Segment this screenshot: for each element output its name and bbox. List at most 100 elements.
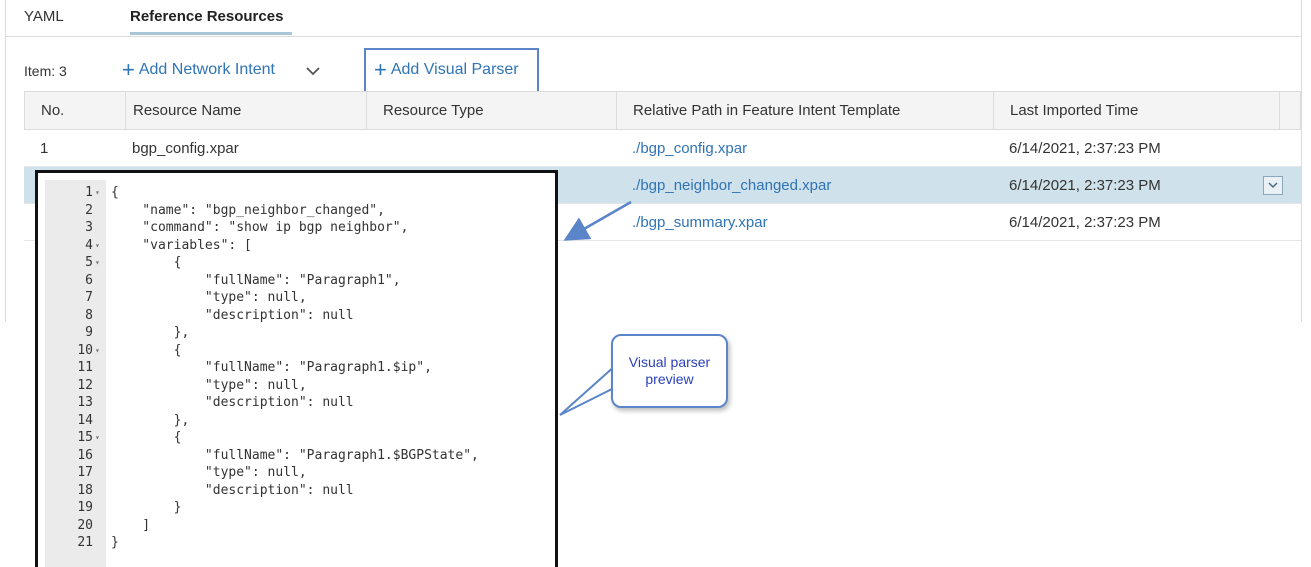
line-number: 15 — [77, 430, 93, 445]
line-number: 5 — [85, 255, 93, 270]
code-line: 20 ] — [45, 517, 553, 535]
code-line: 17 "type": null, — [45, 464, 553, 482]
code-text: { — [111, 255, 182, 270]
code-line: 14 }, — [45, 412, 553, 430]
code-text: "fullName": "Paragraph1.$BGPState", — [111, 447, 479, 463]
tab-reference-resources[interactable]: Reference Resources — [130, 8, 284, 25]
cell-resource-name: bgp_config.xpar — [132, 140, 239, 157]
line-number-gutter — [45, 180, 106, 567]
add-visual-parser-label: Add Visual Parser — [390, 61, 519, 78]
line-number: 7 — [85, 290, 93, 305]
item-count: Item: 3 — [24, 63, 67, 79]
cell-relative-path-link[interactable]: ./bgp_config.xpar — [632, 140, 748, 157]
cell-relative-path-link[interactable]: ./bgp_summary.xpar — [632, 214, 768, 231]
code-text: "description": null — [111, 395, 354, 410]
code-text: } — [111, 500, 182, 515]
line-number: 19 — [77, 500, 93, 515]
code-line: 9 }, — [45, 324, 553, 342]
column-header-no[interactable]: No. — [25, 92, 126, 129]
table-header: No. Resource Name Resource Type Relative… — [24, 91, 1301, 130]
line-number: 11 — [77, 360, 93, 375]
callout-bubble: Visual parser preview — [611, 334, 728, 408]
cell-relative-path-link[interactable]: ./bgp_neighbor_changed.xpar — [632, 177, 832, 194]
code-line: 5▾ { — [45, 254, 553, 272]
line-number: 17 — [77, 465, 93, 480]
line-number: 9 — [85, 325, 93, 340]
code-text: { — [111, 342, 182, 358]
code-line: 6 "fullName": "Paragraph1", — [45, 272, 553, 290]
code-text: "type": null, — [111, 377, 307, 393]
cell-last-imported: 6/14/2021, 2:37:23 PM — [1009, 177, 1161, 194]
callout-text-line2: preview — [645, 371, 694, 387]
code-line: 10▾ { — [45, 342, 553, 360]
column-header-last-imported[interactable]: Last Imported Time — [994, 92, 1280, 129]
column-header-relative-path[interactable]: Relative Path in Feature Intent Template — [617, 92, 994, 129]
add-network-intent-label: Add Network Intent — [138, 61, 275, 78]
code-line: 2 "name": "bgp_neighbor_changed", — [45, 202, 553, 220]
plus-icon: + — [122, 57, 135, 82]
line-number: 10 — [77, 342, 93, 358]
code-text: } — [111, 535, 119, 550]
code-line: 18 "description": null — [45, 482, 553, 500]
table-row[interactable]: 1 bgp_config.xpar ./bgp_config.xpar 6/14… — [24, 130, 1301, 167]
line-number: 4 — [85, 237, 93, 253]
code-text: "description": null — [111, 482, 354, 498]
chevron-down-icon[interactable] — [306, 66, 320, 76]
code-text: { — [111, 430, 182, 445]
code-line: 16 "fullName": "Paragraph1.$BGPState", — [45, 447, 553, 465]
code-line: 7 "type": null, — [45, 289, 553, 307]
code-text: "name": "bgp_neighbor_changed", — [111, 202, 385, 218]
active-tab-indicator — [130, 32, 292, 35]
code-text: }, — [111, 412, 190, 428]
callout-text-line1: Visual parser — [628, 354, 711, 370]
add-network-intent-button[interactable]: + Add Network Intent — [122, 57, 275, 82]
tab-yaml[interactable]: YAML — [24, 8, 64, 25]
code-text: }, — [111, 325, 190, 340]
code-line: 8 "description": null — [45, 307, 553, 325]
tab-bar: YAML Reference Resources — [6, 0, 1301, 37]
cell-last-imported: 6/14/2021, 2:37:23 PM — [1009, 140, 1161, 157]
row-dropdown-button[interactable] — [1263, 176, 1283, 195]
code-text: "fullName": "Paragraph1", — [111, 272, 401, 288]
cell-no: 1 — [40, 140, 49, 157]
line-number: 2 — [85, 202, 93, 218]
line-number: 6 — [85, 272, 93, 288]
visual-parser-preview: 1▾{2 "name": "bgp_neighbor_changed",3 "c… — [35, 170, 558, 567]
code-line: 4▾ "variables": [ — [45, 237, 553, 255]
panel-right-border — [1301, 0, 1302, 322]
code-line: 12 "type": null, — [45, 377, 553, 395]
line-number: 21 — [77, 535, 93, 550]
line-number: 20 — [77, 517, 93, 533]
code-line: 13 "description": null — [45, 394, 553, 412]
code-line: 19 } — [45, 499, 553, 517]
table-row[interactable]: ./bgp_summary.xpar 6/14/2021, 2:37:23 PM — [24, 204, 1301, 241]
cell-last-imported: 6/14/2021, 2:37:23 PM — [1009, 214, 1161, 231]
code-line: 15▾ { — [45, 429, 553, 447]
code-text: "type": null, — [111, 290, 307, 305]
line-number: 12 — [77, 377, 93, 393]
line-number: 14 — [77, 412, 93, 428]
resources-table: No. Resource Name Resource Type Relative… — [24, 91, 1301, 241]
code-line: 1▾ { — [45, 184, 553, 202]
line-number: 8 — [85, 307, 93, 323]
code-line: 3 "command": "show ip bgp neighbor", — [45, 219, 553, 237]
fold-toggle-icon[interactable]: ▾ — [95, 240, 100, 250]
code-text: "variables": [ — [111, 237, 252, 253]
callout-tail — [559, 364, 621, 416]
fold-toggle-icon[interactable]: ▾ — [95, 433, 100, 442]
fold-toggle-icon[interactable]: ▾ — [95, 188, 100, 197]
code-line: 11 "fullName": "Paragraph1.$ip", — [45, 359, 553, 377]
add-visual-parser-button[interactable]: + Add Visual Parser — [374, 59, 519, 81]
line-number: 1 — [85, 185, 93, 200]
column-header-resource-type[interactable]: Resource Type — [367, 92, 617, 129]
line-number: 13 — [77, 395, 93, 410]
code-text: "description": null — [111, 307, 354, 323]
fold-toggle-icon[interactable]: ▾ — [95, 258, 100, 267]
line-number: 16 — [77, 447, 93, 463]
code-line: 21} — [45, 534, 553, 552]
column-header-resource-name[interactable]: Resource Name — [117, 92, 367, 129]
fold-toggle-icon[interactable]: ▾ — [95, 345, 100, 355]
code-editor[interactable]: 1▾{2 "name": "bgp_neighbor_changed",3 "c… — [45, 184, 553, 552]
code-text: { — [111, 185, 119, 200]
